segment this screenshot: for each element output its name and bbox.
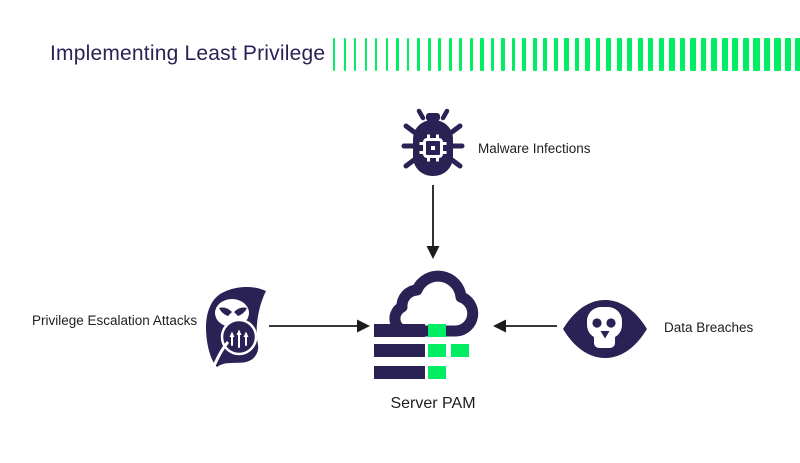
- page-title: Implementing Least Privilege: [50, 42, 326, 65]
- decor-bar: [574, 38, 580, 71]
- decor-bar: [658, 38, 665, 71]
- decor-bar: [364, 38, 367, 71]
- decor-bar: [753, 38, 760, 71]
- decor-bar: [679, 38, 686, 71]
- decor-bar: [490, 38, 495, 71]
- privilege-escalation-label: Privilege Escalation Attacks: [32, 313, 198, 328]
- decor-bar: [438, 38, 442, 71]
- decor-bar: [532, 38, 537, 71]
- decor-bar: [333, 38, 335, 71]
- decor-bar: [417, 38, 420, 71]
- decor-bar: [564, 38, 569, 71]
- decor-bar: [742, 38, 749, 71]
- decor-bar: [543, 38, 548, 71]
- bug-icon: [401, 108, 465, 176]
- decor-bar: [511, 38, 516, 71]
- decor-bar: [406, 38, 410, 71]
- decor-bar: [732, 38, 739, 71]
- hooded-attacker-icon: [206, 287, 266, 367]
- cloud-server-icon: [374, 270, 479, 379]
- decor-bar: [459, 38, 463, 71]
- decor-bar: [343, 38, 346, 71]
- decor-bar: [616, 38, 622, 71]
- decor-bar: [669, 38, 675, 71]
- decor-bar: [721, 38, 728, 71]
- decor-bar: [627, 38, 633, 71]
- decor-bar: [690, 38, 696, 71]
- server-pam-label: Server PAM: [390, 395, 476, 412]
- arrow-malware-to-server: [426, 185, 440, 259]
- malware-label: Malware Infections: [478, 141, 591, 156]
- decor-bar: [480, 38, 484, 71]
- decor-bar: [522, 38, 527, 71]
- decor-bar: [595, 38, 601, 71]
- arrow-privilege-to-server: [269, 319, 370, 333]
- decor-bar: [700, 38, 707, 71]
- decor-bar: [469, 38, 473, 71]
- eye-skull-icon: [563, 300, 647, 358]
- decor-bar: [637, 38, 643, 71]
- decor-bar: [795, 38, 800, 71]
- decor-bar: [354, 38, 357, 71]
- decor-bar: [501, 38, 505, 71]
- barcode-decoration: [333, 38, 800, 71]
- decor-bar: [784, 38, 792, 71]
- decor-bar: [763, 38, 771, 71]
- decor-bar: [448, 38, 452, 71]
- decor-bar: [375, 38, 378, 71]
- decor-bar: [585, 38, 590, 71]
- decor-bar: [774, 38, 781, 71]
- decor-bar: [396, 38, 399, 71]
- decor-bar: [427, 38, 431, 71]
- decor-bar: [553, 38, 558, 71]
- decor-bar: [648, 38, 654, 71]
- data-breaches-label: Data Breaches: [664, 320, 754, 335]
- decor-bar: [385, 38, 389, 71]
- decor-bar: [606, 38, 611, 71]
- arrow-breaches-to-server: [493, 319, 557, 333]
- decor-bar: [711, 38, 718, 71]
